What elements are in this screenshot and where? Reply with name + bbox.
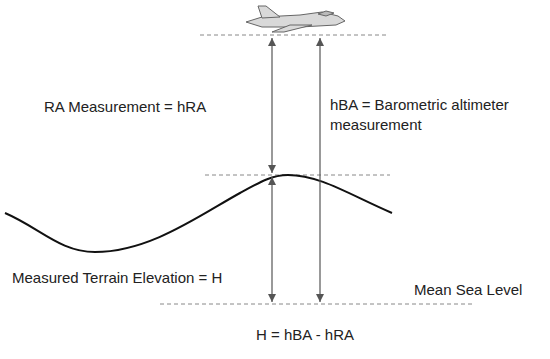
aircraft-icon: [246, 6, 345, 32]
terrain-elevation-arrow: [271, 177, 272, 302]
barometric-altitude-arrow: [319, 38, 320, 302]
ba-label: hBA = Barometric altimeter measurement: [330, 95, 530, 135]
sea-level-label: Mean Sea Level: [414, 280, 544, 300]
sea-level-line: [160, 304, 475, 305]
terrain-profile: [5, 175, 392, 252]
aircraft-level-line: [200, 35, 388, 36]
terrain-label: Measured Terrain Elevation = H: [12, 268, 262, 288]
formula-label: H = hBA - hRA: [225, 325, 385, 345]
radar-altitude-arrow: [271, 38, 272, 173]
ra-label: RA Measurement = hRA: [44, 97, 259, 117]
